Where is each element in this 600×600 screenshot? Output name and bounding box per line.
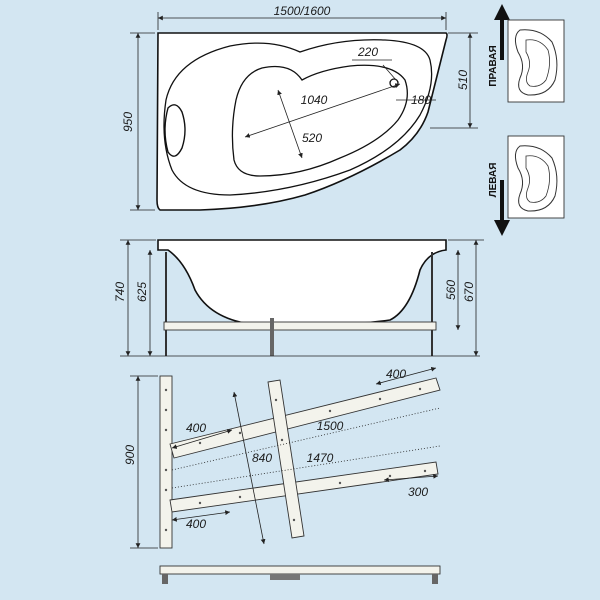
dim-total-left-label: 740 [113,282,127,302]
dim-inner-width-label: 520 [302,131,322,145]
dim-left-offset [171,429,233,449]
dim-beam-upper [171,407,441,471]
dim-right-offset [383,473,439,483]
tub-basin-top [231,64,408,177]
strip-leg-right [432,574,438,584]
dim-tub-right-label: 560 [444,280,458,300]
tub-side [157,239,447,327]
thumb-left-frame [507,135,565,219]
dim-upper-offset-label: 400 [386,367,406,381]
variant-left-label: ЛЕВАЯ [488,163,499,198]
dim-beam-lower [171,445,441,489]
dim-beam-lower-label: 1470 [307,451,334,465]
dim-right-depth-label: 510 [456,70,470,90]
frame-side-view [159,565,441,584]
frame-strip [159,565,441,575]
dim-inner-width [277,89,303,159]
dim-frame-height-label: 900 [123,445,137,465]
leg-middle [270,318,274,356]
dim-inner-length [244,83,401,138]
thumb-left-tub [514,145,558,212]
tub-rim-top [163,39,433,196]
tub-outline-top [156,32,448,211]
dim-total-right-label: 670 [462,282,476,302]
variant-left: ЛЕВАЯ [488,135,565,236]
dim-drain-x-label: 220 [357,45,378,59]
thumb-left-basin [525,155,550,203]
frame-beam-cross [267,379,305,539]
frame-beam-side [163,321,437,331]
drain-leader [382,64,397,81]
dim-tub-left-label: 625 [135,282,149,302]
strip-leg-left [162,574,168,584]
thumb-right-basin [525,39,550,87]
frame-beam-lower [169,461,439,513]
dim-left-offset-label: 400 [186,421,206,435]
variant-right-label: ПРАВАЯ [488,45,499,86]
dim-cross-label: 840 [252,451,272,465]
headrest [164,104,186,157]
dim-cross [232,391,266,545]
dim-right-offset-label: 300 [408,485,428,499]
frame-view: 900 400 1500 400 840 1470 400 300 [123,366,441,549]
dim-width-label: 1500/1600 [274,4,331,18]
dim-inner-length-label: 1040 [301,93,328,107]
dim-drain-y-label: 180 [411,93,431,107]
dim-depth-label: 950 [121,112,135,132]
dim-beam-upper-label: 1500 [317,419,344,433]
thumb-right-frame [507,19,565,103]
strip-bracket [270,574,300,580]
thumb-right-tub [514,29,558,96]
dim-bottom-offset-label: 400 [186,517,206,531]
variant-right: ПРАВАЯ [488,4,565,103]
dim-bottom-offset [171,510,231,522]
frame-beam-upper [169,377,441,459]
side-view: 740 625 560 670 [113,239,484,357]
top-view: 1500/1600 950 510 220 180 1040 520 [121,4,478,211]
frame-post [159,375,173,549]
dim-upper-offset [375,366,437,386]
